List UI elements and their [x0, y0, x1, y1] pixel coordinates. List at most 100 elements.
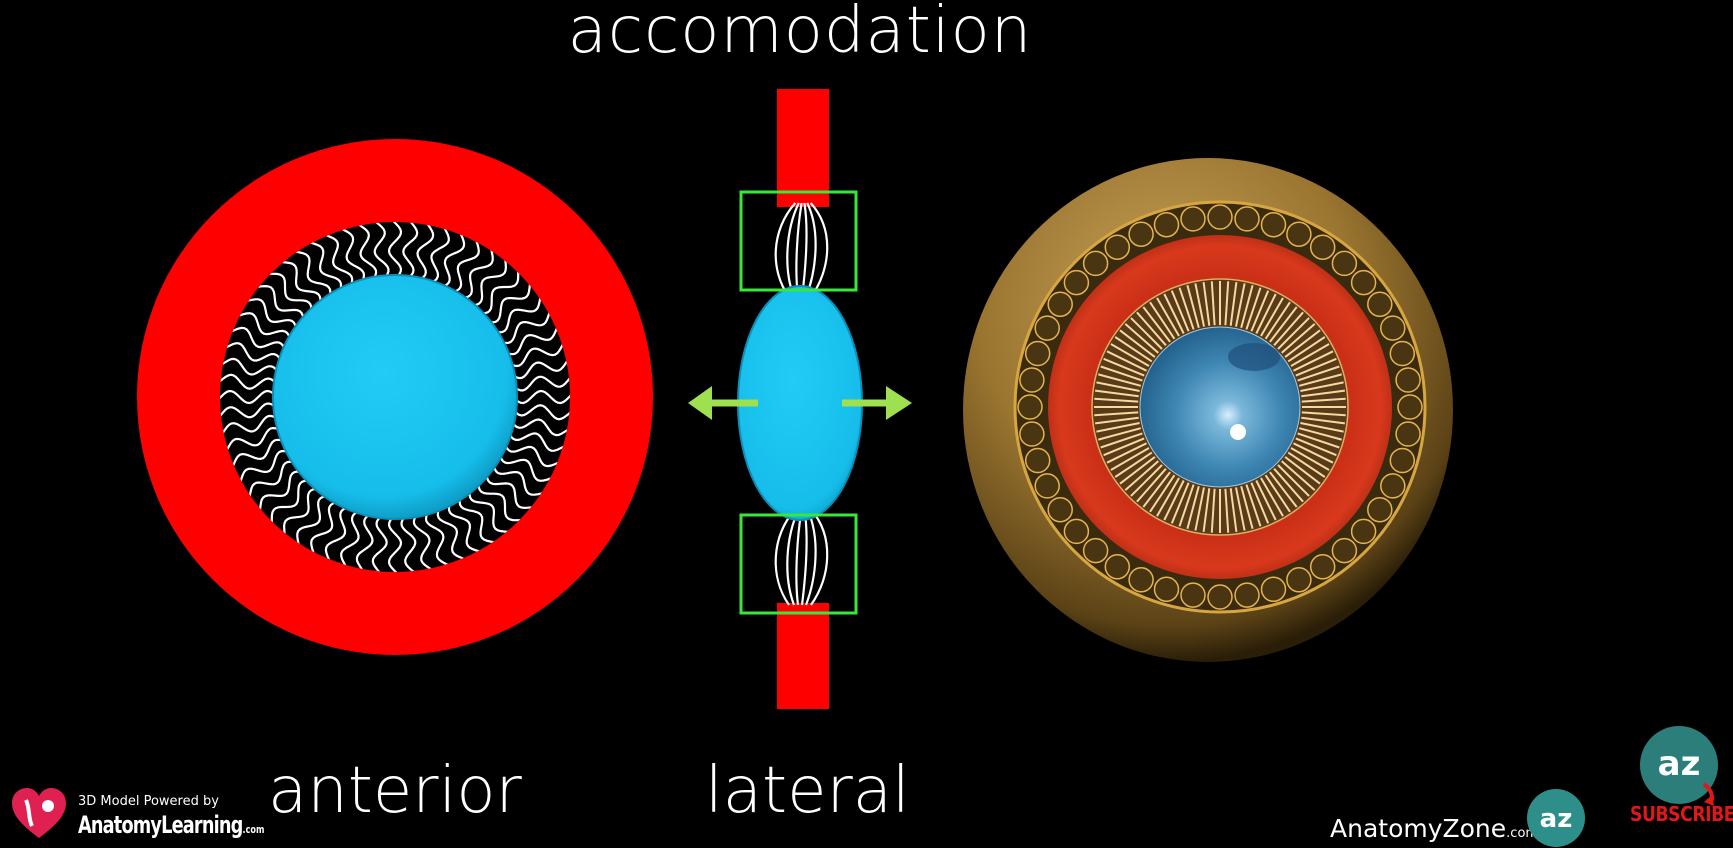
- anatomyzone-badge-icon[interactable]: az: [1526, 788, 1586, 848]
- zonule-fiber: [1255, 480, 1277, 521]
- zonule-fiber: [1295, 437, 1337, 457]
- zonule-fiber: [323, 232, 354, 289]
- ciliary-process: [1024, 340, 1051, 367]
- ciliary-process: [1395, 421, 1421, 447]
- zonule-fiber: [1229, 488, 1238, 533]
- zonule-fiber: [1096, 422, 1140, 433]
- lens-shadow: [1228, 343, 1280, 371]
- zonule-fiber: [512, 389, 570, 405]
- zonule-fiber: [1269, 306, 1298, 343]
- ciliary-process: [1309, 554, 1336, 580]
- zonule-fiber: [282, 487, 321, 537]
- ciliary-process: [1128, 567, 1154, 593]
- zonule-fiber: [279, 260, 322, 306]
- subscribe-button[interactable]: az SUBSCRIBE: [1628, 722, 1733, 846]
- ciliary-process: [1063, 269, 1090, 296]
- ciliary-muscle-top: [777, 89, 829, 207]
- zonule-fiber: [1136, 311, 1167, 346]
- zonule-fiber: [1103, 357, 1145, 377]
- ciliary-process: [1180, 206, 1206, 232]
- zonule-fiber: [1210, 281, 1216, 326]
- zonule-fiber: [220, 373, 279, 390]
- ciliary-process: [1180, 582, 1206, 608]
- zonule-fiber: [1281, 323, 1316, 354]
- zonule-fiber: [1178, 484, 1195, 527]
- ciliary-process: [1034, 315, 1060, 341]
- anatomylearning-heart-logo: [12, 788, 66, 838]
- zonule-fiber: [1149, 474, 1176, 513]
- ciliary-process: [1260, 576, 1287, 603]
- ciliary-process: [1389, 340, 1416, 367]
- lens-highlight: [1230, 424, 1246, 440]
- zonule-fiber: [402, 222, 419, 281]
- zonule-fiber: [450, 238, 480, 294]
- svg-text:az: az: [1540, 804, 1573, 834]
- ciliary-process: [1395, 367, 1421, 393]
- zonule-fiber: [1301, 397, 1346, 403]
- ciliary-muscle-bottom: [777, 603, 829, 709]
- zonule-fiber: [1163, 293, 1185, 334]
- zonule-fiber: [1273, 311, 1304, 346]
- zonule-fiber: [1103, 437, 1145, 457]
- zonule-fibers: [220, 222, 570, 572]
- zonule-fiber: [220, 389, 278, 405]
- zonule-fiber: [1293, 350, 1334, 372]
- zonule-fiber: [1287, 451, 1326, 478]
- zonule-fiber: [439, 230, 466, 290]
- zonule-fiber: [1094, 397, 1139, 403]
- zonule-fiber: [1301, 411, 1346, 417]
- zonule-fiber: [228, 326, 288, 353]
- zonule-fiber: [795, 508, 803, 606]
- zonule-fiber: [1098, 427, 1142, 441]
- zonule-fiber: [339, 226, 366, 285]
- ciliary-process: [1082, 250, 1109, 277]
- highlight-box-top: [739, 190, 858, 292]
- zonule-fiber: [1260, 477, 1284, 517]
- zonule-fiber: [486, 281, 532, 324]
- zonule-fiber: [506, 430, 567, 452]
- zonule-fiber: [307, 240, 343, 294]
- zonule-fiber: [340, 508, 362, 569]
- zonule-fiber: [1235, 487, 1246, 531]
- ciliary-process: [1234, 206, 1260, 232]
- zonule-fiber: [1100, 365, 1143, 382]
- zonule-fiber: [220, 402, 279, 419]
- lateral-label: lateral: [705, 754, 910, 828]
- zonule-fiber: [1094, 411, 1139, 417]
- zonule-fiber: [236, 312, 292, 342]
- anatomylearning-logo[interactable]: 3D Model Powered by AnatomyLearning.com: [10, 786, 270, 842]
- zonule-fiber: [355, 511, 374, 572]
- zonule-fiber: [809, 508, 829, 606]
- anatomyzone-text[interactable]: AnatomyZone.com: [1330, 814, 1539, 843]
- lens-anterior: [272, 274, 518, 520]
- zonule-fiber: [1297, 432, 1340, 449]
- zonule-fiber: [1202, 488, 1211, 533]
- zonule-fiber: [800, 202, 808, 298]
- zonule-fibers-3d: [1094, 281, 1346, 533]
- zonule-fiber: [774, 202, 797, 298]
- zonule-fiber: [220, 357, 281, 376]
- ciliary-process: [1350, 518, 1377, 545]
- zonule-fiber: [1186, 285, 1200, 329]
- zonule-fiber: [1284, 329, 1321, 358]
- zonule-fiber: [324, 504, 351, 564]
- zonule-fiber: [1194, 283, 1205, 327]
- zonule-fiber: [1136, 468, 1167, 503]
- ciliary-process: [1017, 394, 1043, 420]
- zonule-fiber: [1156, 477, 1180, 517]
- zonule-fiber: [447, 500, 483, 554]
- ciliary-process: [1286, 567, 1312, 593]
- zonule-fiber: [492, 294, 543, 334]
- zonule-fiber: [509, 418, 570, 437]
- zonule-fiber: [1290, 343, 1330, 367]
- zonule-fiber: [1281, 460, 1316, 491]
- ciliary-process: [1153, 576, 1180, 603]
- zonule-fiber: [800, 508, 808, 606]
- model-credit-name: AnatomyLearning.com: [78, 811, 265, 839]
- ciliary-process: [1389, 447, 1416, 474]
- zonule-fiber: [1224, 281, 1230, 326]
- ciliary-process: [1286, 221, 1312, 247]
- zonule-fiber: [258, 470, 304, 513]
- zonule-fiber: [804, 508, 817, 606]
